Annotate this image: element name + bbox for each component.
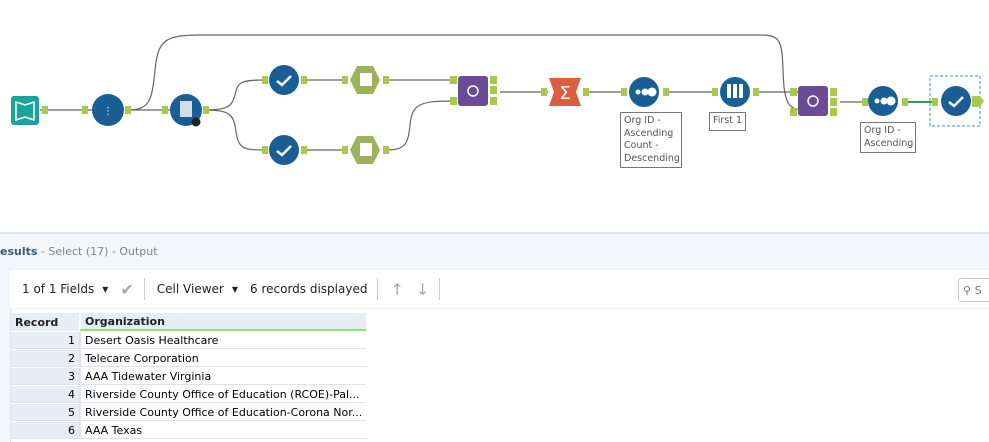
record-cell: 4 [11,386,79,403]
arrow-up-icon[interactable]: ↑ [390,279,404,299]
cell-viewer-dropdown[interactable]: Cell Viewer ▼ [157,282,238,296]
column-header-record[interactable]: Record [11,313,79,331]
sort-tool[interactable] [621,77,669,107]
record-id-tool[interactable]: ⋮ [82,94,131,126]
divider [439,278,441,300]
fields-label: 1 of 1 Fields [22,282,95,296]
summarize-tool[interactable]: Σ [541,78,589,106]
sample-annotation: First 1 [709,112,747,131]
unique-tool-bottom[interactable] [342,136,389,164]
select-tool-top[interactable] [262,65,307,95]
select-tool-output[interactable] [929,75,984,127]
join-tool[interactable] [450,76,497,106]
fields-dropdown[interactable]: 1 of 1 Fields ▼ [22,282,108,296]
checkmark-icon[interactable]: ✔ [120,279,134,299]
multi-row-formula-tool[interactable] [162,94,209,127]
select-tool-bottom[interactable] [262,135,307,165]
sample-tool[interactable] [712,77,759,107]
sort2-annotation: Org ID - Ascending [860,122,916,153]
organization-cell[interactable]: Desert Oasis Healthcare [79,332,367,349]
unique-tool-top[interactable] [342,66,389,94]
results-title: esults [0,245,38,258]
organization-cell[interactable]: AAA Texas [79,422,367,439]
workflow-diagram: ⋮ Σ [11,34,984,165]
column-header-organization[interactable]: Organization [79,313,367,331]
organization-cell[interactable]: Riverside County Office of Education (RC… [79,386,367,403]
search-placeholder: S [974,283,982,297]
results-header: esults - Select (17) - Output [0,232,989,270]
results-subtitle: - Select (17) - Output [40,245,158,258]
results-side-strip [0,268,11,442]
record-cell: 2 [11,350,79,367]
caret-down-icon: ▼ [102,284,109,294]
divider [143,278,145,300]
records-count: 6 records displayed [250,282,368,296]
input-data-tool[interactable] [11,96,48,125]
arrow-down-icon[interactable]: ↓ [415,279,430,299]
sort-annotation: Org ID - Ascending Count - Descending [620,112,682,168]
connections [40,34,935,151]
organization-cell[interactable]: Telecare Corporation [79,350,367,367]
workflow-canvas[interactable]: ⋮ Σ Org ID - Ascending Count - Descendin… [0,0,989,232]
search-input[interactable]: ⚲ S [958,278,989,302]
caret-down-icon: ▼ [231,284,238,294]
record-cell: 6 [11,422,79,439]
join-tool-2[interactable] [790,86,837,116]
record-cell: 5 [11,404,79,421]
search-icon: ⚲ [963,283,972,297]
divider [377,278,379,300]
results-toolbar: 1 of 1 Fields ▼ ✔ Cell Viewer ▼ 6 records … [10,270,989,309]
svg-text:Σ: Σ [559,83,570,104]
organization-cell[interactable]: Riverside County Office of Education-Cor… [79,404,367,421]
record-cell: 1 [11,332,79,349]
organization-cell[interactable]: AAA Tidewater Virginia [79,368,367,385]
svg-text:⋮: ⋮ [103,106,113,117]
record-cell: 3 [11,368,79,385]
viewer-label: Cell Viewer [156,282,224,296]
sort-tool-2[interactable] [862,86,908,116]
